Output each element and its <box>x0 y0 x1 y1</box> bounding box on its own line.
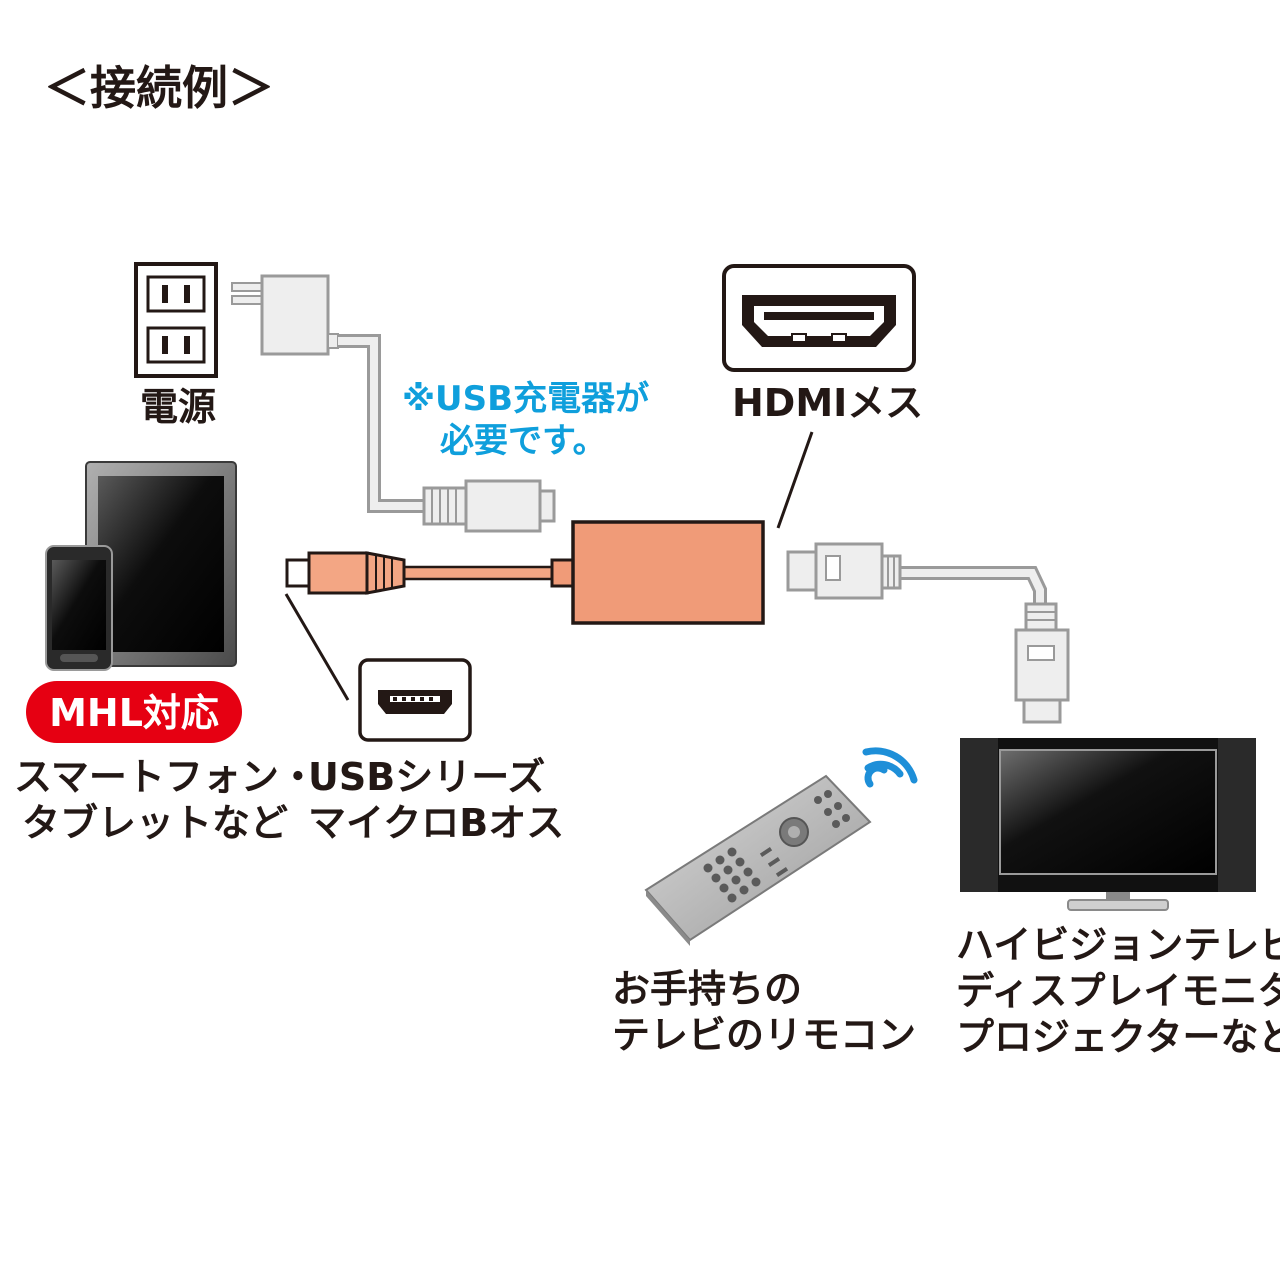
charger-note-line1: ※USB充電器が <box>402 379 649 419</box>
tv-label-line2: ディスプレイモニタ <box>956 969 1280 1013</box>
micro-usb-plug <box>285 551 406 595</box>
tablet-icon <box>85 461 237 667</box>
charger-cable <box>338 334 556 533</box>
hdmi-cable <box>786 542 1070 724</box>
mhl-badge-text: MHL対応 <box>49 691 219 735</box>
remote-label-line2: テレビのリモコン <box>612 1013 916 1057</box>
hdmi-pointer-line <box>776 431 814 529</box>
power-label: 電源 <box>140 385 216 429</box>
mhl-badge: MHL対応 <box>26 681 242 743</box>
wall-outlet-icon <box>134 262 218 378</box>
usb-charger-icon <box>231 274 339 356</box>
wireless-signal-icon <box>862 747 918 788</box>
charger-note-line2: 必要です。 <box>440 421 607 461</box>
page-title: ＜接続例＞ <box>44 61 274 115</box>
device-label-line2: タブレットなど <box>22 801 288 845</box>
usb-label-line2: マイクロBオス <box>308 801 564 845</box>
remote-label-line1: お手持ちの <box>612 967 802 1011</box>
device-label-line1: スマートフォン・ <box>14 755 317 799</box>
usb-label-line1: USBシリーズ <box>308 755 545 799</box>
television-icon <box>960 738 1256 911</box>
smartphone-icon <box>45 545 113 671</box>
hdmi-female-port-icon <box>722 264 916 372</box>
remote-control-icon <box>644 774 872 946</box>
micro-usb-port-icon <box>358 658 472 742</box>
mhl-adapter <box>402 520 765 625</box>
usb-pointer-line <box>284 593 350 701</box>
hdmi-label: HDMIメス <box>732 381 923 425</box>
tv-label-line3: プロジェクターなど <box>956 1015 1280 1059</box>
tv-label-line1: ハイビジョンテレビ <box>956 923 1280 967</box>
